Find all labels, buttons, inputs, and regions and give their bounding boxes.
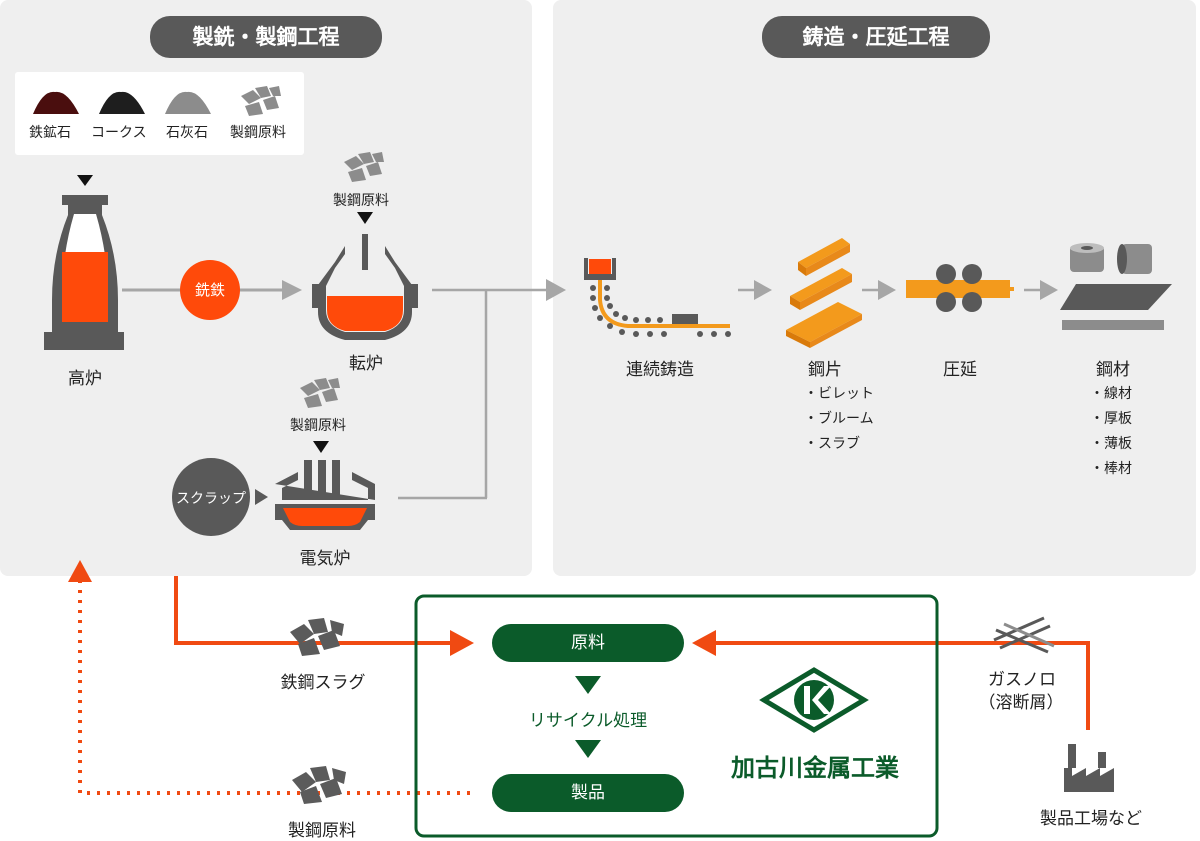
blast-furnace-icon	[44, 195, 124, 350]
ironmaking-section-title: 製銑・製鋼工程	[150, 16, 382, 58]
converter-input-label: 製鋼原料	[333, 193, 389, 209]
list-item: ・ブルーム	[804, 411, 874, 427]
list-item: ・薄板	[1090, 436, 1132, 452]
rolling-label: 圧延	[943, 360, 977, 380]
list-item: ・スラブ	[804, 436, 860, 452]
legend-coke-label: コークス	[91, 125, 147, 141]
scrap-label: スクラップ	[176, 491, 246, 507]
gas-slag-sub-label: （溶断屑）	[978, 693, 1064, 713]
company-name: 加古川金属工業	[731, 754, 899, 782]
return-material-icon	[292, 766, 346, 804]
factories-label: 製品工場など	[1040, 809, 1142, 829]
continuous-casting-icon	[584, 258, 731, 337]
scrap-material-icon	[241, 86, 281, 116]
blast-furnace-label: 高炉	[68, 369, 102, 389]
coke-icon	[99, 91, 145, 114]
legend-iron-ore-label: 鉄鉱石	[29, 125, 71, 141]
semi-finished-steel-icon	[786, 238, 862, 348]
recycling-box	[414, 594, 939, 838]
slag-icon	[290, 618, 344, 656]
continuous-casting-label: 連続鋳造	[626, 360, 694, 380]
steel-products-icon	[1060, 243, 1172, 330]
electric-furnace-label: 電気炉	[299, 549, 351, 569]
legend-limestone-label: 石灰石	[166, 125, 208, 141]
list-item: ・ビレット	[804, 386, 874, 402]
company-logo-icon	[759, 667, 869, 733]
eaf-scrap-icon	[300, 378, 340, 408]
steel-products-list: ・線材 ・厚板 ・薄板 ・棒材	[1090, 382, 1132, 482]
return-material-label: 製鋼原料	[288, 821, 356, 841]
factory-icon	[1064, 744, 1114, 792]
slag-label: 鉄鋼スラグ	[280, 673, 366, 693]
raw-material-pill: 原料	[492, 624, 684, 662]
steel-products-label: 鋼材	[1096, 360, 1130, 380]
gas-slag-label: ガスノロ	[988, 670, 1056, 690]
casting-section-title: 鋳造・圧延工程	[762, 16, 990, 58]
semi-finished-list: ・ビレット ・ブルーム ・スラブ	[804, 382, 874, 457]
rolling-mill-icon	[906, 264, 1014, 312]
electric-furnace-icon	[275, 460, 375, 530]
list-item: ・棒材	[1090, 461, 1132, 477]
list-item: ・厚板	[1090, 411, 1132, 427]
legend-scrap-label: 製鋼原料	[230, 125, 286, 141]
list-item: ・線材	[1090, 386, 1132, 402]
recycling-process-label: リサイクル処理	[528, 711, 648, 731]
product-pill: 製品	[492, 774, 684, 812]
gas-slag-icon	[993, 616, 1055, 654]
converter-scrap-icon	[344, 152, 384, 182]
semi-finished-label: 鋼片	[808, 360, 842, 380]
iron-ore-icon	[33, 91, 79, 114]
pig-iron-circle	[180, 260, 240, 320]
converter-icon	[312, 234, 418, 340]
scrap-circle	[172, 458, 250, 536]
eaf-input-label: 製鋼原料	[290, 418, 346, 434]
limestone-icon	[165, 91, 211, 114]
pig-iron-label: 銑鉄	[194, 281, 225, 299]
converter-label: 転炉	[349, 354, 383, 374]
